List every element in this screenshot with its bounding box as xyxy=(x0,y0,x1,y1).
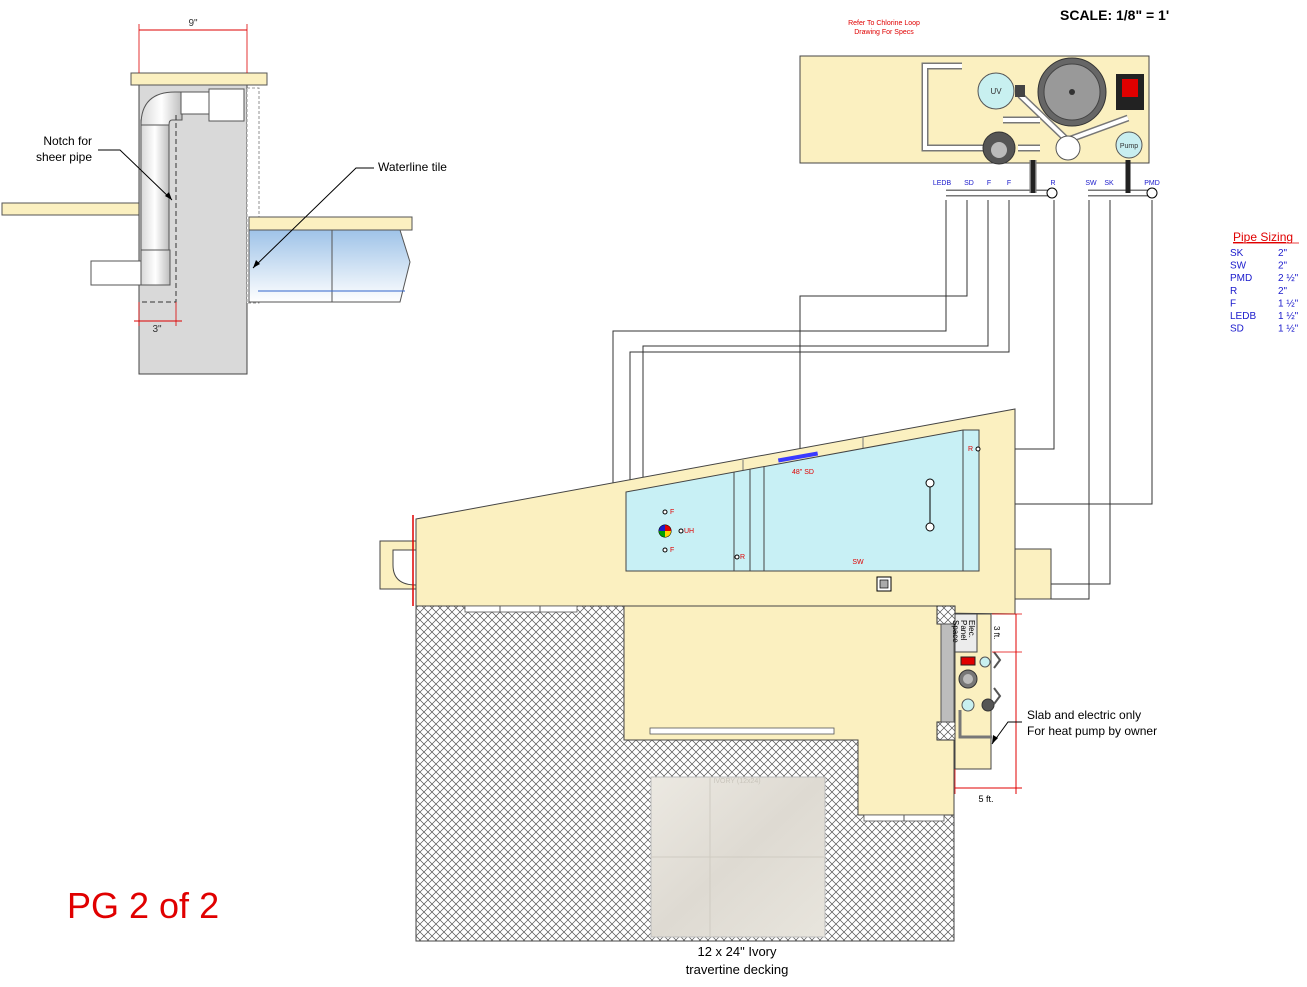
manifold-right xyxy=(1088,160,1158,199)
water-section xyxy=(248,229,411,303)
uv-sterilizer-icon xyxy=(977,72,1015,110)
port-ledb: LEDB xyxy=(933,180,952,187)
port-pmd: PMD xyxy=(1144,180,1160,187)
sheer-descent xyxy=(777,451,819,463)
port-sk: SK xyxy=(1104,180,1114,187)
sd-label: 48" SD xyxy=(792,469,814,476)
panel-label-1: Elec. xyxy=(967,620,976,638)
chlorine-note-line1: Refer To Chlorine Loop xyxy=(848,20,920,27)
port-sw: SW xyxy=(1085,180,1097,187)
heat-pump-note-line1: Slab and electric only xyxy=(1027,708,1141,722)
port-r: R xyxy=(1050,180,1055,187)
dim-3ft: 3 ft. xyxy=(992,626,1001,639)
pipe-size-value: 2" xyxy=(1278,261,1288,272)
elec-panel-space xyxy=(954,613,978,653)
patio-deck: IVORY (12x24) xyxy=(415,605,955,942)
port-f-1: F xyxy=(987,180,991,187)
pump-icon xyxy=(1115,131,1143,159)
coping-cap xyxy=(130,72,268,86)
uv-label: UV xyxy=(990,87,1002,96)
manifold-left xyxy=(946,160,1058,199)
scale-label: SCALE: 1/8" = 1' xyxy=(1060,7,1169,23)
dim-3in: 3" xyxy=(152,324,162,335)
f-label-top: F xyxy=(670,509,674,516)
notch-label-line1: Notch for xyxy=(43,134,92,148)
pipe-sizing-table: Pipe Sizing SK 2" SW 2" PMD 2 ½" R 2" F 1 ½" LEDB 1… xyxy=(1230,230,1299,335)
lower-equipment-pad: Elec. Panel Space 3 ft. 5 ft. Slab and e… xyxy=(936,605,1157,804)
pool-water xyxy=(625,429,980,572)
r-label-left: R xyxy=(740,554,745,561)
right-deck-slab xyxy=(248,216,413,231)
pipe-size-code: PMD xyxy=(1230,273,1252,284)
pipe-size-value: 1 ½" xyxy=(1278,311,1299,322)
panel-label-2: Panel xyxy=(959,620,968,641)
pipe-size-value: 1 ½" xyxy=(1278,324,1299,335)
port-f-2: F xyxy=(1007,180,1011,187)
pipe-size-code: SK xyxy=(1230,248,1244,259)
pipe-size-code: F xyxy=(1230,298,1236,309)
decking-caption-line2: travertine decking xyxy=(686,962,789,977)
pipe-sizing-title: Pipe Sizing xyxy=(1233,230,1293,244)
pump-label: Pump xyxy=(1120,143,1138,150)
pipe-size-code: R xyxy=(1230,286,1237,297)
left-deck-slab xyxy=(1,202,141,216)
dim-9in: 9" xyxy=(188,18,198,29)
equipment-pad: UV Pump LEDB SD F F xyxy=(799,55,1160,199)
dim-5ft: 5 ft. xyxy=(978,794,993,804)
page-label: PG 2 of 2 xyxy=(67,885,219,926)
chlorine-note-line2: Drawing For Specs xyxy=(854,29,914,36)
pipe-size-code: SD xyxy=(1230,324,1244,335)
panel-label-3: Space xyxy=(951,620,960,643)
waterline-label: Waterline tile xyxy=(378,160,447,174)
pipe-size-code: SW xyxy=(1230,261,1247,272)
heat-pump-note-line2: For heat pump by owner xyxy=(1027,724,1157,738)
deck-and-pool: 48" SD F F UH R R SW xyxy=(379,408,1052,625)
uh-label: UH xyxy=(684,528,694,535)
wall-section-detail: 9" 3" Notch for sheer pipe Waterline til… xyxy=(1,18,447,375)
travertine-swatch-label: IVORY (12x24) xyxy=(713,778,760,785)
f-label-bottom: F xyxy=(670,547,674,554)
pipe-size-value: 2" xyxy=(1278,286,1288,297)
r-label-right: R xyxy=(968,446,973,453)
sw-label: SW xyxy=(852,559,864,566)
port-sd: SD xyxy=(964,180,974,187)
notch-label-line2: sheer pipe xyxy=(36,150,92,164)
pipe-size-value: 2 ½" xyxy=(1278,273,1299,284)
led-light-icon xyxy=(658,524,672,538)
decking-caption-line1: 12 x 24" Ivory xyxy=(697,944,777,959)
pipe-size-code: LEDB xyxy=(1230,311,1256,322)
pipe-size-value: 2" xyxy=(1278,248,1288,259)
pipe-size-value: 1 ½" xyxy=(1278,298,1299,309)
